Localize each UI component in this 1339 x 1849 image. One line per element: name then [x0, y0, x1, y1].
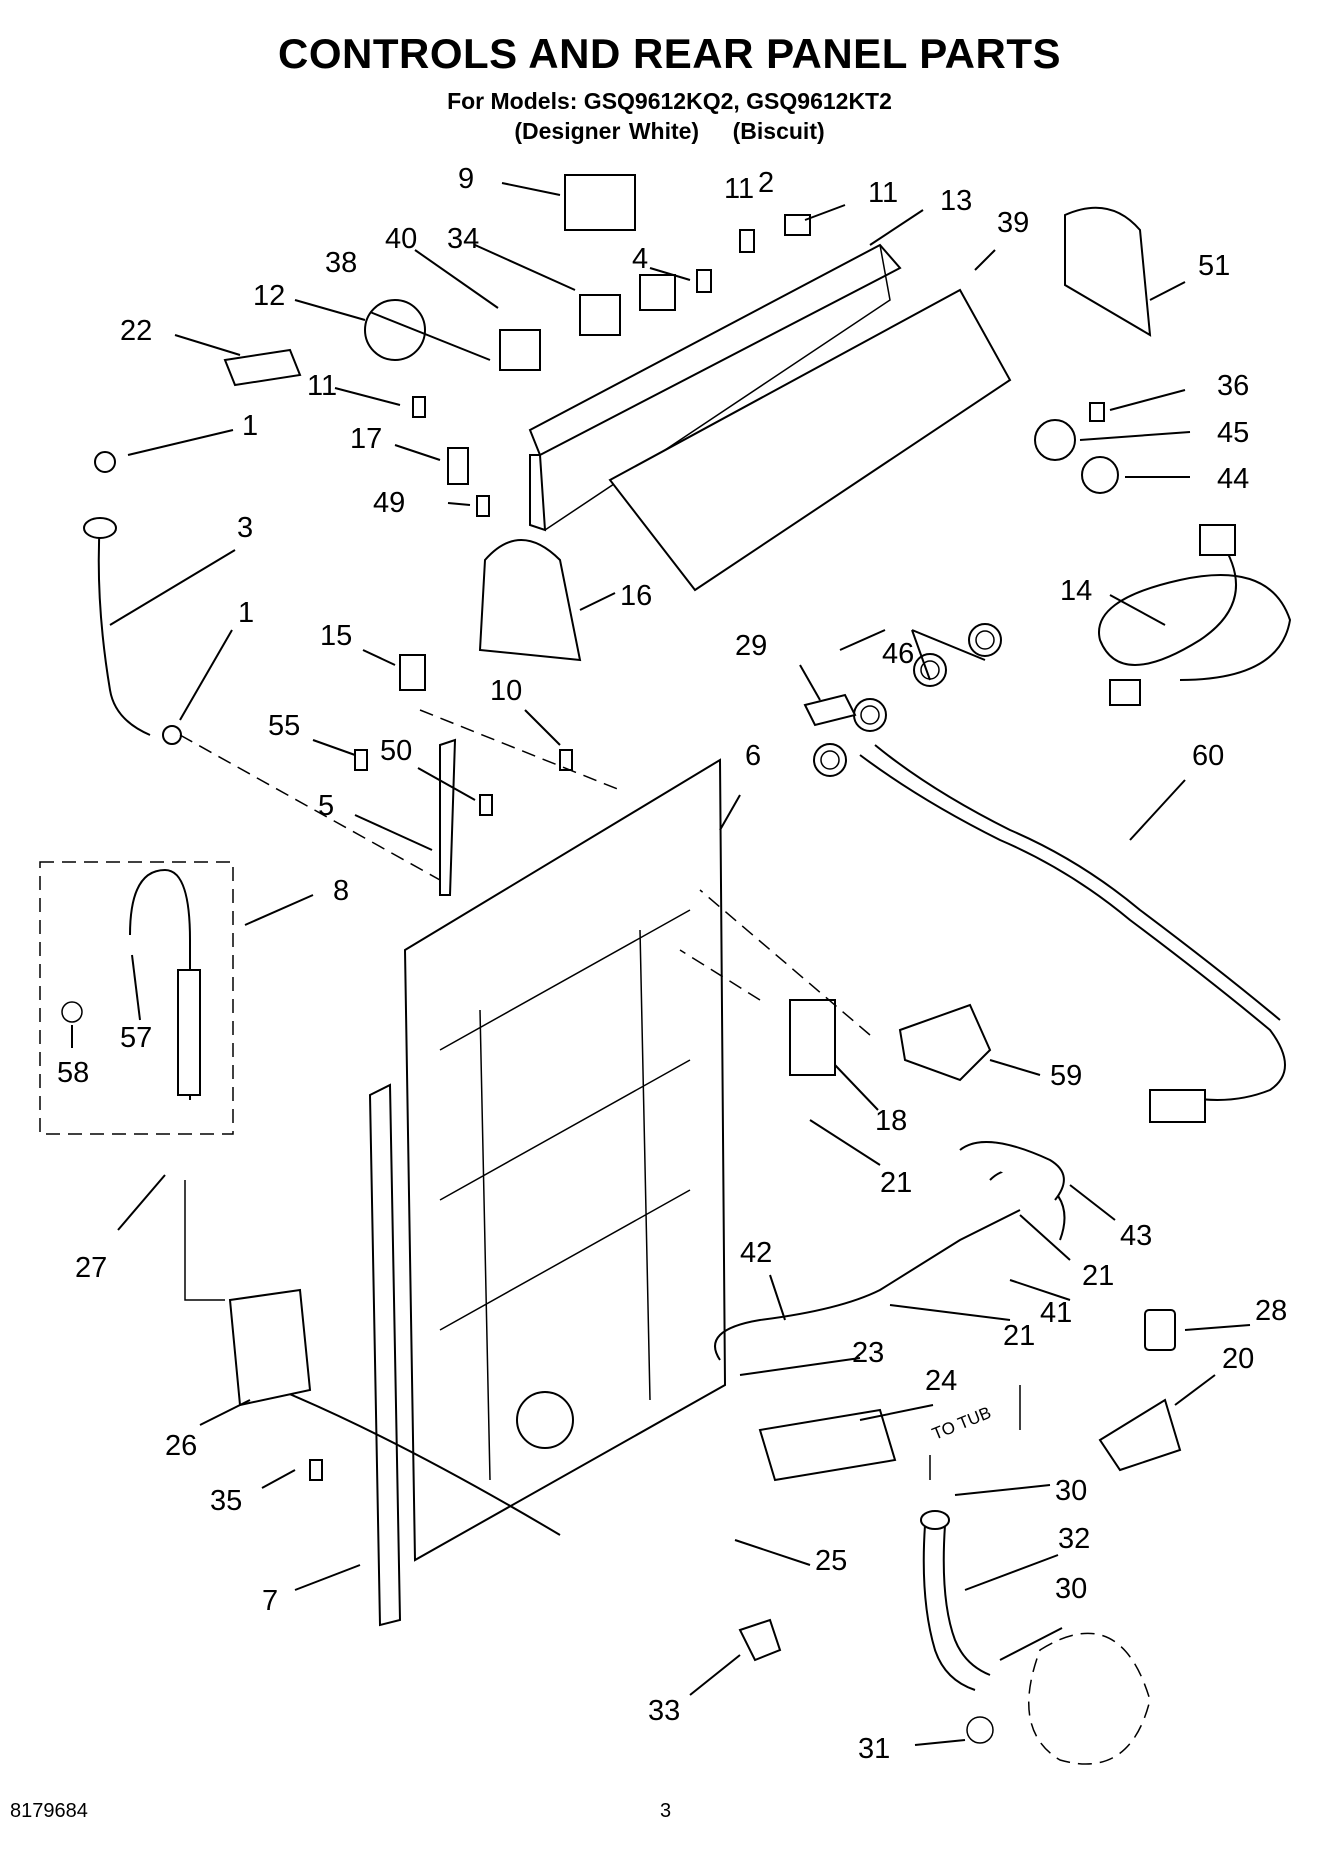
- callout-label: 11: [307, 370, 337, 402]
- callout-label: 21: [880, 1167, 912, 1199]
- callout-label: 35: [210, 1485, 242, 1517]
- callout-label: 13: [940, 185, 972, 217]
- callout-label: 21: [1003, 1320, 1035, 1352]
- callout-label: 30: [1055, 1475, 1087, 1507]
- callout-label: 14: [1060, 575, 1092, 607]
- callout-label: 50: [380, 735, 412, 767]
- callout-leaders: [71, 182, 1251, 1746]
- callout-label: 18: [875, 1105, 907, 1137]
- models-line: For Models: GSQ9612KQ2, GSQ9612KT2: [447, 88, 892, 114]
- callout-label: 22: [120, 315, 152, 347]
- callout-label: 40: [385, 223, 417, 255]
- callout-label: 57: [120, 1022, 152, 1054]
- callout-label: 10: [490, 675, 522, 707]
- callout-label: 32: [1058, 1523, 1090, 1555]
- callout-label: 60: [1192, 740, 1224, 772]
- callout-label: 36: [1217, 370, 1249, 402]
- callout-label: 51: [1198, 250, 1230, 282]
- callout-label: 27: [75, 1252, 107, 1284]
- callout-label: 11: [724, 173, 754, 205]
- callout-label: 26: [165, 1430, 197, 1462]
- callout-label: 3: [237, 512, 253, 544]
- callout-label: 1: [242, 410, 258, 442]
- to-tub-note: TO TUB: [929, 1403, 993, 1444]
- callout-label: 6: [745, 740, 761, 772]
- callout-label: 55: [268, 710, 300, 742]
- callout-label: 12: [253, 280, 285, 312]
- callout-label: 38: [325, 247, 357, 279]
- callout-label: 20: [1222, 1343, 1254, 1375]
- callout-label: 42: [740, 1237, 772, 1269]
- callout-label: 16: [620, 580, 652, 612]
- callout-label: 1: [238, 597, 254, 629]
- callout-label: 49: [373, 487, 405, 519]
- callout-label: 21: [1082, 1260, 1114, 1292]
- callout-label: 34: [447, 223, 479, 255]
- callout-label: 8: [333, 875, 349, 907]
- callout-label: 39: [997, 207, 1029, 239]
- callout-label: 45: [1217, 417, 1249, 449]
- callout-label: 25: [815, 1545, 847, 1577]
- document-number: 8179684: [10, 1800, 88, 1822]
- page-number: 3: [660, 1800, 672, 1822]
- callout-label: 11: [868, 177, 898, 209]
- callout-label: 30: [1055, 1573, 1087, 1605]
- part-illustrations: [39, 174, 1292, 1765]
- callout-label: 24: [925, 1365, 957, 1397]
- callout-label: 31: [858, 1733, 890, 1765]
- callout-label: 41: [1040, 1297, 1072, 1329]
- callout-label: 29: [735, 630, 767, 662]
- callout-label: 5: [318, 790, 334, 822]
- callout-label: 46: [882, 638, 914, 670]
- callout-label: 23: [852, 1337, 884, 1369]
- callout-label: 17: [350, 423, 382, 455]
- callout-label: 7: [262, 1585, 278, 1617]
- callout-label: 33: [648, 1695, 680, 1727]
- colors-line: (Designer White) (Biscuit): [514, 118, 825, 144]
- callout-label: 15: [320, 620, 352, 652]
- callout-label: 9: [458, 163, 474, 195]
- callout-label: 44: [1217, 463, 1249, 495]
- callout-label: 58: [57, 1057, 89, 1089]
- callout-label: 2: [758, 167, 774, 199]
- callout-label: 43: [1120, 1220, 1152, 1252]
- callout-label: 28: [1255, 1295, 1287, 1327]
- callout-labels: 9 11 2 11 13 39 51 40 34 4 38 12 22 11 3…: [57, 163, 1287, 1765]
- callout-label: 59: [1050, 1060, 1082, 1092]
- page-title: CONTROLS AND REAR PANEL PARTS: [278, 30, 1061, 77]
- callout-label: 4: [632, 243, 648, 275]
